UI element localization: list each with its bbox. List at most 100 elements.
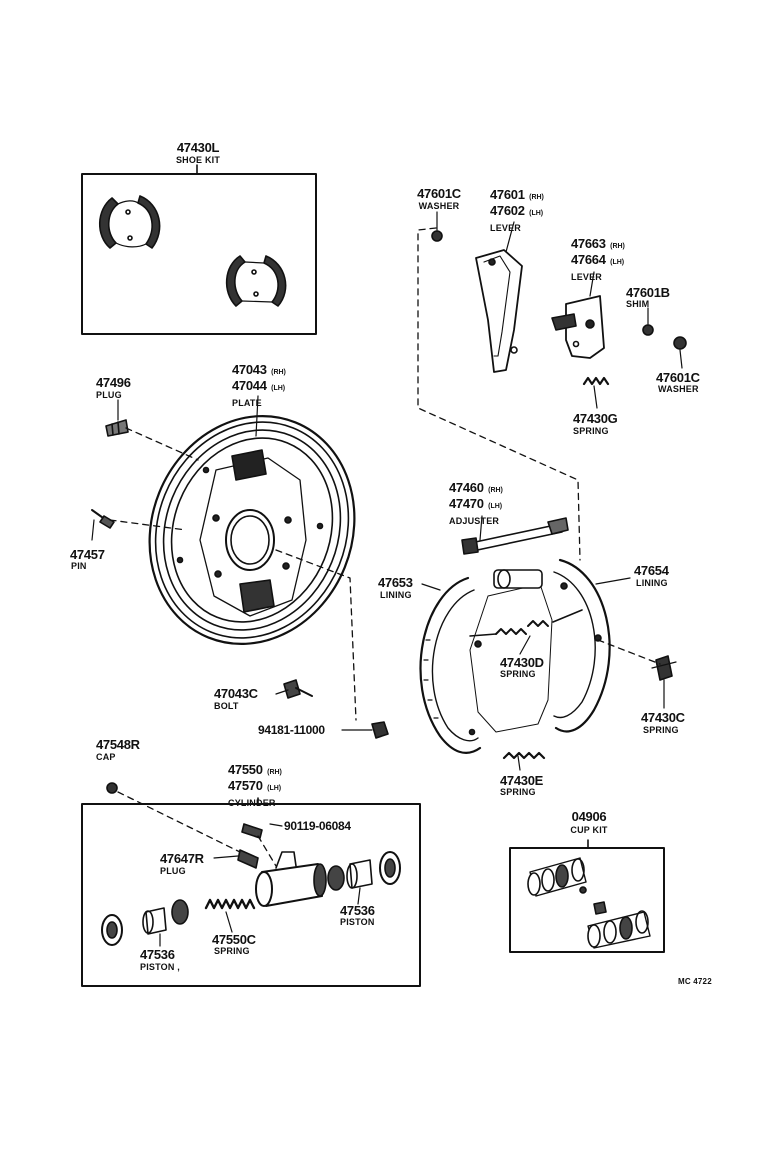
adjuster-part-numbers: 47460 (RH) 47470 (LH) ADJUSTER xyxy=(449,480,503,528)
washer-part-name: WASHER xyxy=(418,201,460,211)
cup-kit-part-number: 04906 xyxy=(571,809,607,824)
lining-right-part-number: 47654 xyxy=(634,563,669,578)
plug-icon xyxy=(237,849,259,869)
cap-part-number: 47548R xyxy=(96,737,140,752)
adjuster-lh-number: 47470 xyxy=(449,496,484,511)
lever-rh-side: (RH) xyxy=(529,194,544,201)
spring-cylinder-part-name: SPRING xyxy=(214,946,250,956)
bleeder-screw-icon xyxy=(241,823,263,839)
shim-part-name: SHIM xyxy=(626,299,650,309)
lever-part-numbers: 47601 (RH) 47602 (LH) LEVER xyxy=(490,187,544,235)
bolt-part-name: BOLT xyxy=(214,701,239,711)
lever-rh-number: 47601 xyxy=(490,187,525,202)
bolt-icon xyxy=(283,679,313,699)
parking-brake-lever-icon xyxy=(475,249,523,373)
shoe-kit-box xyxy=(81,173,317,335)
lining-right-part-name: LINING xyxy=(636,578,668,588)
washer-part-number: 47601C xyxy=(417,186,461,201)
adjuster-lever-lh-side: (LH) xyxy=(610,259,625,266)
cup-icon xyxy=(101,914,123,946)
brake-shoe-assembly-icon xyxy=(419,558,611,754)
shoe-kit-part-name: SHOE KIT xyxy=(175,155,221,165)
piston-right-part-number: 47536 xyxy=(340,903,375,918)
brake-shoe-set-icon xyxy=(99,195,161,249)
washer-icon xyxy=(431,230,443,242)
adjuster-lever-part-name: LEVER xyxy=(571,272,603,282)
bolt-part-number: 47043C xyxy=(214,686,258,701)
plug-cylinder-part-number: 47647R xyxy=(160,851,204,866)
adjuster-lever-icon xyxy=(551,295,605,359)
adjuster-lever-lh-number: 47664 xyxy=(571,252,606,267)
adjuster-lever-part-numbers: 47663 (RH) 47664 (LH) LEVER xyxy=(571,236,625,284)
piston-icon xyxy=(142,899,189,935)
adjuster-part-name: ADJUSTER xyxy=(449,516,500,526)
backing-plate-icon xyxy=(148,415,356,645)
spring-icon xyxy=(582,376,610,386)
adjuster-rh-side: (RH) xyxy=(488,487,503,494)
lining-left-part-name: LINING xyxy=(380,590,412,600)
shoe-kit-part-number: 47430L xyxy=(176,140,220,155)
spring-icon xyxy=(204,898,256,910)
cylinder-rh-number: 47550 xyxy=(228,762,263,777)
pin-part-name: PIN xyxy=(71,561,87,571)
plug-part-name: PLUG xyxy=(96,390,122,400)
cylinder-part-numbers: 47550 (RH) 47570 (LH) CYLINDER xyxy=(228,762,282,810)
plate-rh-number: 47043 xyxy=(232,362,267,377)
spring-clip-icon xyxy=(651,655,677,681)
cylinder-lh-number: 47570 xyxy=(228,778,263,793)
washer-right-part-number: 47601C xyxy=(656,370,700,385)
plate-part-numbers: 47043 (RH) 47044 (LH) PLATE xyxy=(232,362,286,410)
spring-icon xyxy=(502,751,546,760)
plate-lh-number: 47044 xyxy=(232,378,267,393)
shim-icon xyxy=(642,324,654,336)
plate-part-name: PLATE xyxy=(232,398,262,408)
piston-left-part-name: PISTON , xyxy=(140,962,180,972)
dashed-connection-lines xyxy=(109,227,661,867)
spring-c-part-name: SPRING xyxy=(643,725,679,735)
pin-icon xyxy=(91,509,115,529)
spring-e-part-name: SPRING xyxy=(500,787,536,797)
piston-icon xyxy=(327,859,373,891)
cylinder-lh-side: (LH) xyxy=(267,785,282,792)
spring-g-part-number: 47430G xyxy=(573,411,618,426)
leader-lines xyxy=(91,211,683,947)
wheel-cylinder-icon xyxy=(255,851,327,907)
pin-part-number: 47457 xyxy=(70,547,105,562)
lever-lh-number: 47602 xyxy=(490,203,525,218)
plate-rh-side: (RH) xyxy=(271,369,286,376)
diagram-code: MC 4722 xyxy=(678,977,712,986)
cylinder-rh-side: (RH) xyxy=(267,769,282,776)
plug-part-number: 47496 xyxy=(96,375,131,390)
lining-left-part-number: 47653 xyxy=(378,575,413,590)
plug-icon xyxy=(105,419,129,437)
wheel-cylinder-box xyxy=(81,803,421,987)
adjuster-lever-rh-side: (RH) xyxy=(610,243,625,250)
shim-part-number: 47601B xyxy=(626,285,670,300)
spring-d-part-number: 47430D xyxy=(500,655,544,670)
cup-icon xyxy=(379,851,401,885)
adjuster-lh-side: (LH) xyxy=(488,503,503,510)
cup-kit-box xyxy=(509,847,665,953)
nut-part-number: 94181-11000 xyxy=(258,723,325,737)
adjuster-rh-number: 47460 xyxy=(449,480,484,495)
plug-cylinder-part-name: PLUG xyxy=(160,866,186,876)
brake-shoe-set-icon xyxy=(225,255,287,307)
adjuster-lever-rh-number: 47663 xyxy=(571,236,606,251)
bleeder-part-number: 90119-06084 xyxy=(284,819,351,833)
cap-icon xyxy=(106,782,118,794)
adjuster-icon xyxy=(461,517,569,555)
spring-g-part-name: SPRING xyxy=(573,426,609,436)
lever-part-name: LEVER xyxy=(490,223,522,233)
cup-kit-part-name: CUP KIT xyxy=(570,825,608,835)
spring-e-part-number: 47430E xyxy=(500,773,544,788)
washer-right-part-name: WASHER xyxy=(658,384,699,394)
cup-kit-parts-icon xyxy=(527,857,651,949)
piston-right-part-name: PISTON xyxy=(340,917,375,927)
cylinder-part-name: CYLINDER xyxy=(228,798,276,808)
lever-lh-side: (LH) xyxy=(529,210,544,217)
spring-cylinder-part-number: 47550C xyxy=(212,932,256,947)
washer-icon xyxy=(673,336,687,350)
plate-lh-side: (LH) xyxy=(271,385,286,392)
piston-left-part-number: 47536 xyxy=(140,947,175,962)
